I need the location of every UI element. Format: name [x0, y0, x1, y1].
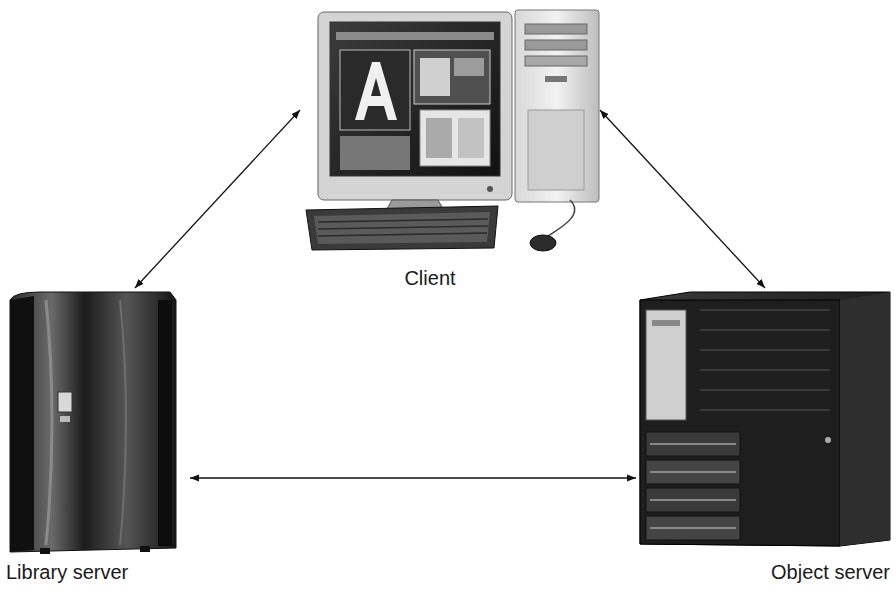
cabinet-body	[10, 292, 176, 552]
cabinet-side	[10, 296, 34, 552]
keyboard	[306, 206, 498, 250]
computer-node: Client	[300, 8, 600, 290]
object-server-cabinet	[640, 292, 890, 546]
node-label: Client	[300, 266, 560, 290]
screen-window	[340, 50, 410, 130]
screen-image	[420, 58, 450, 96]
cabinet-foot	[140, 546, 150, 552]
cabinet-edge	[158, 300, 172, 546]
node-label: Object server	[636, 560, 890, 584]
vent-lines	[700, 310, 830, 410]
door-slot	[652, 320, 680, 326]
node-label: Library server	[6, 560, 190, 584]
indicator	[825, 437, 831, 443]
drive-bay	[525, 24, 587, 34]
power-button	[487, 186, 493, 192]
drive-bay	[525, 56, 587, 66]
cabinet-front	[640, 300, 840, 546]
floppy-slot	[545, 76, 567, 82]
screen-image	[454, 58, 484, 76]
key-rows	[318, 219, 488, 236]
computer-node: Object server	[636, 288, 894, 584]
screen-window	[414, 50, 490, 104]
cabinet-highlight	[46, 300, 52, 545]
window-bar	[336, 32, 494, 40]
control-panel	[58, 392, 72, 412]
drawer-edges	[650, 444, 736, 528]
cabinet-body	[640, 292, 890, 546]
door-panel	[646, 310, 686, 420]
tower-panel	[528, 110, 584, 190]
drive-bay	[525, 40, 587, 50]
tower-case	[515, 10, 599, 202]
screen-image	[458, 118, 484, 158]
mouse	[530, 235, 556, 251]
computer-node: Library server	[2, 288, 190, 584]
indicator	[60, 416, 70, 422]
mouse-cable	[548, 200, 575, 236]
screen-window	[420, 110, 490, 166]
monitor-screen	[330, 22, 500, 176]
keyboard-keys	[314, 212, 490, 244]
cabinet-highlight	[120, 300, 126, 545]
client-computer	[306, 10, 599, 251]
connector-arrow	[135, 110, 300, 288]
connector-arrow	[600, 110, 765, 288]
screen-glyph	[355, 62, 397, 120]
connector-arrow	[190, 477, 636, 478]
library-server-cabinet	[10, 292, 176, 554]
cabinet-side	[840, 292, 890, 546]
cabinet-foot	[40, 548, 50, 554]
monitor-bezel	[318, 12, 512, 200]
screen-image	[426, 118, 452, 158]
screen-window	[340, 136, 410, 170]
